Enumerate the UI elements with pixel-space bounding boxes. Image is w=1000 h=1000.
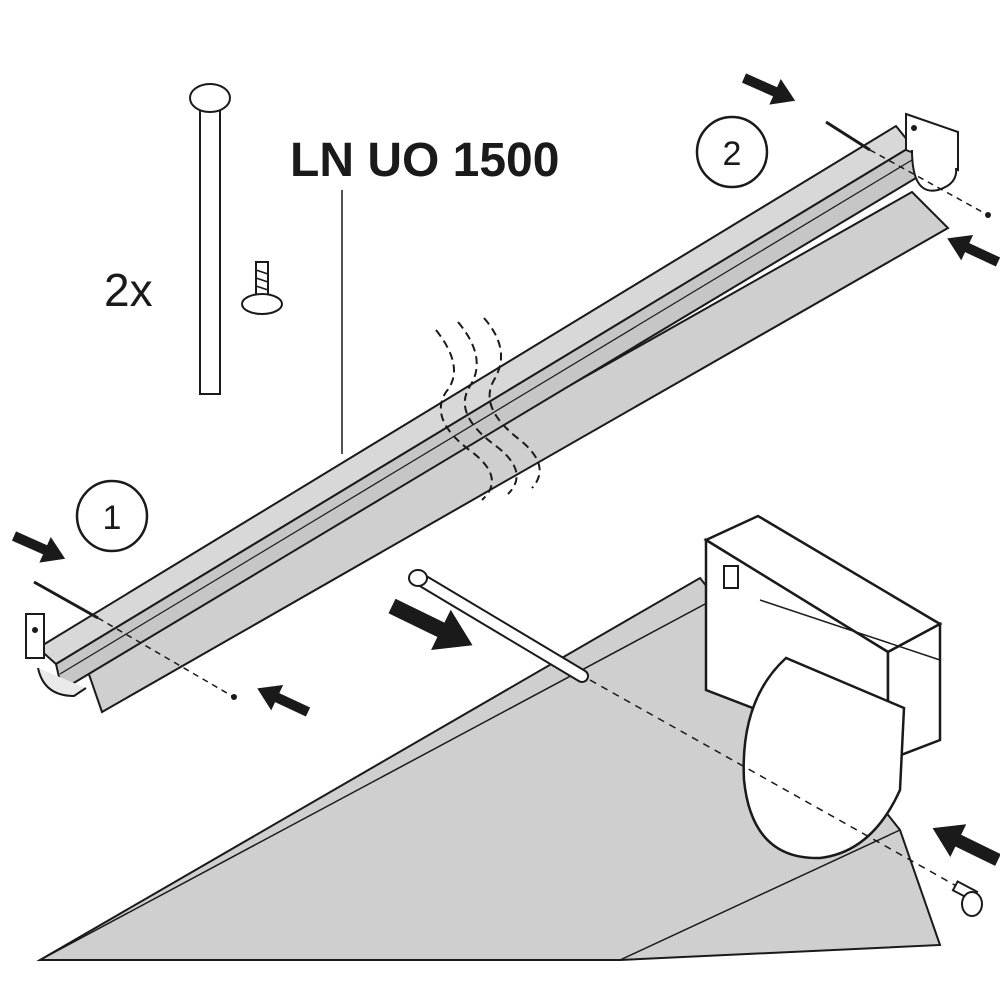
parts-group (189, 83, 283, 395)
model-label: LN UO 1500 (290, 134, 559, 187)
left-end-bracket (25, 613, 87, 698)
step-badge-1: 1 (75, 479, 149, 553)
pin-icon (33, 580, 99, 620)
shade-panel (82, 190, 950, 714)
detail-bracket (703, 514, 943, 860)
step-number: 2 (723, 135, 742, 173)
step-number: 1 (103, 499, 122, 537)
arrow-icon (924, 811, 1000, 877)
screw-icon (985, 212, 991, 218)
right-end-bracket (905, 112, 959, 192)
pin-icon (408, 569, 589, 683)
arrow-icon (738, 65, 801, 114)
arrow-icon (382, 585, 483, 666)
arrow-icon (941, 225, 1000, 275)
break-mark (435, 329, 493, 501)
detail-view (36, 514, 983, 961)
screw-icon (231, 694, 237, 700)
arrow-icon (251, 675, 314, 725)
screw-icon (951, 880, 983, 917)
screw-icon (241, 261, 283, 315)
quantity-label: 2x (104, 264, 153, 316)
arrow-icon (8, 523, 71, 572)
step-badge-2: 2 (695, 115, 769, 189)
pin-icon (189, 83, 231, 395)
rail-assembly (25, 112, 991, 714)
pin-icon (825, 120, 871, 152)
